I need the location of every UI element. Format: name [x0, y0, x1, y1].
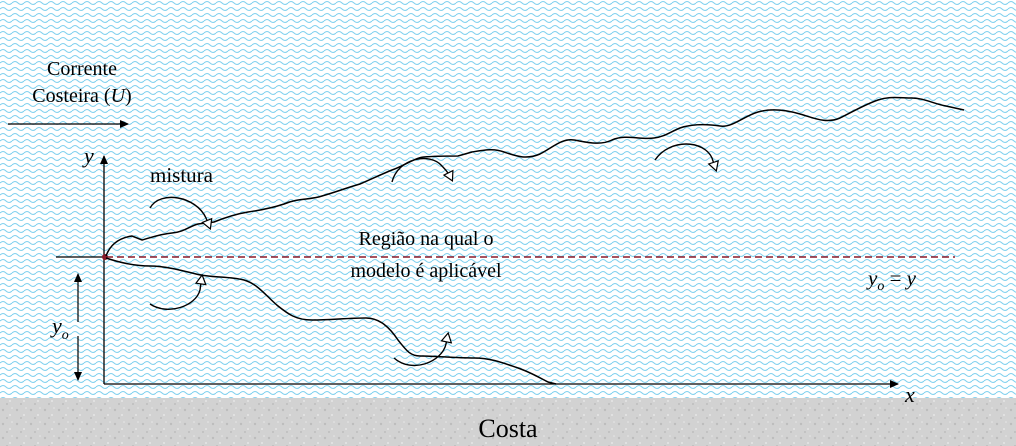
mixing-label: mistura	[150, 163, 214, 187]
offset-label: yo	[50, 313, 69, 343]
coast-band	[0, 398, 1016, 446]
eddy-arrow-icon	[149, 276, 202, 310]
x-axis-label: x	[904, 382, 915, 407]
eddy-arrow-icon	[393, 334, 448, 367]
water-waves	[0, 0, 1016, 400]
region-label-line2: modelo é aplicável	[350, 260, 501, 282]
eddy-arrow-icon	[391, 157, 452, 183]
eddy-arrow-icon	[654, 143, 716, 170]
coast-label: Costa	[478, 414, 538, 443]
eddy-arrow-icon	[149, 196, 210, 228]
plume-upper-boundary	[105, 96, 965, 257]
equation-label: yo = y	[866, 266, 917, 294]
region-label-line1: Região na qual o	[359, 228, 494, 250]
current-label-line1: Corrente	[47, 58, 117, 80]
y-axis-label: y	[82, 143, 94, 168]
current-label-line2: Costeira (U)	[32, 85, 131, 107]
plume-lower-boundary	[105, 257, 557, 385]
